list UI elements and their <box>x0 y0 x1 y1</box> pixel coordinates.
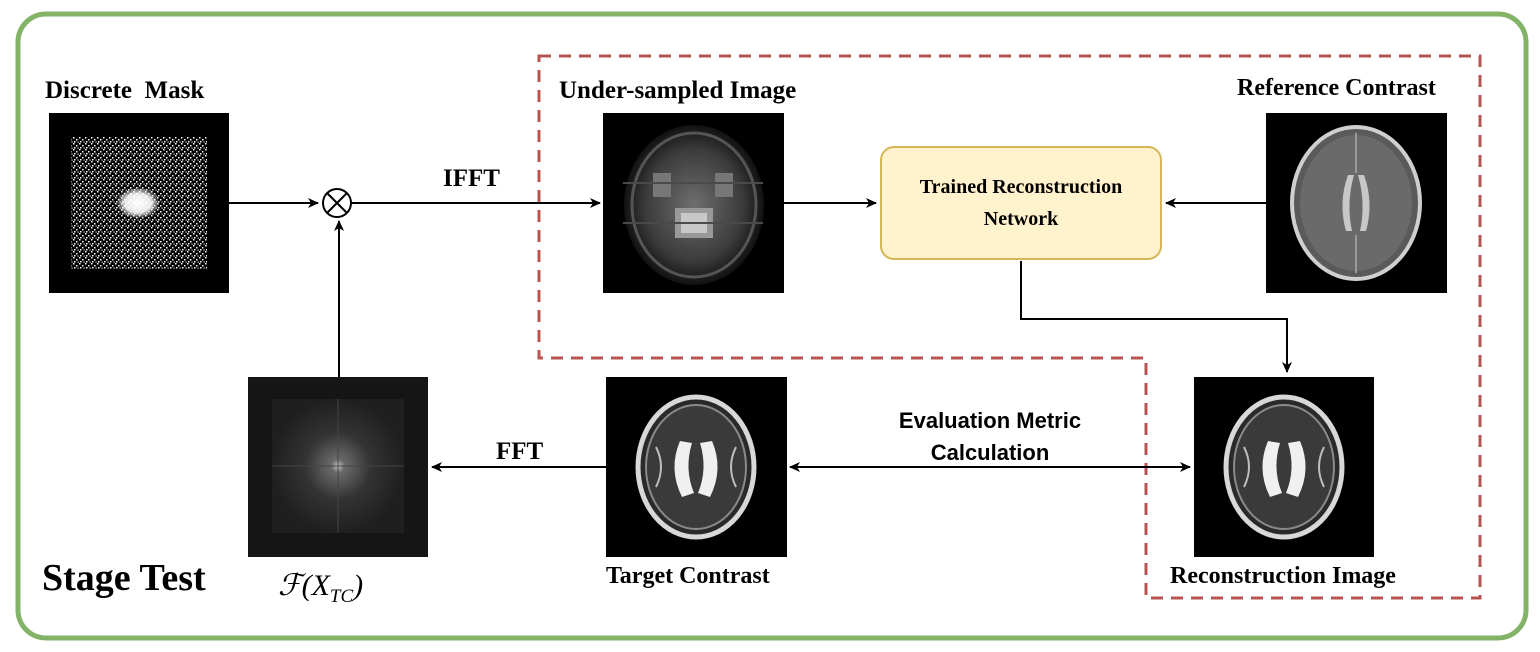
discrete-mask-label: Discrete Mask <box>45 77 205 104</box>
dashed-region <box>537 54 1482 600</box>
evaluation-label-line1: Evaluation Metric <box>898 408 1082 433</box>
under-sampled-label: Under-sampled Image <box>559 77 797 104</box>
network-label-line1: Trained Reconstruction <box>919 176 1123 198</box>
network-label-line2: Network <box>983 208 1059 230</box>
under-sampled-image <box>603 113 784 293</box>
fft-label: FFT <box>496 438 544 465</box>
discrete-mask-image <box>49 113 229 293</box>
evaluation-metric-label: Evaluation Metric Calculation <box>880 405 1100 469</box>
multiply-icon <box>322 188 352 218</box>
evaluation-label-line2: Calculation <box>930 440 1050 465</box>
trained-reconstruction-network: Trained Reconstruction Network <box>880 146 1162 260</box>
reference-contrast-image <box>1266 113 1447 293</box>
outer-border <box>15 11 1529 641</box>
arrow-network-to-reconstruction <box>1020 261 1292 373</box>
kspace-image <box>248 377 428 557</box>
reconstruction-image-label: Reconstruction Image <box>1170 563 1396 589</box>
kspace-label-close: ) <box>353 569 364 602</box>
ifft-label: IFFT <box>443 165 500 192</box>
kspace-label-main: ℱ(X <box>278 569 330 602</box>
reconstruction-image <box>1194 377 1374 557</box>
target-contrast-label: Target Contrast <box>606 563 770 589</box>
kspace-label: ℱ(XTC) <box>278 568 363 608</box>
kspace-label-sub: TC <box>329 586 354 607</box>
target-contrast-image <box>606 377 787 557</box>
stage-title: Stage Test <box>42 557 206 599</box>
reference-contrast-label: Reference Contrast <box>1237 75 1436 101</box>
